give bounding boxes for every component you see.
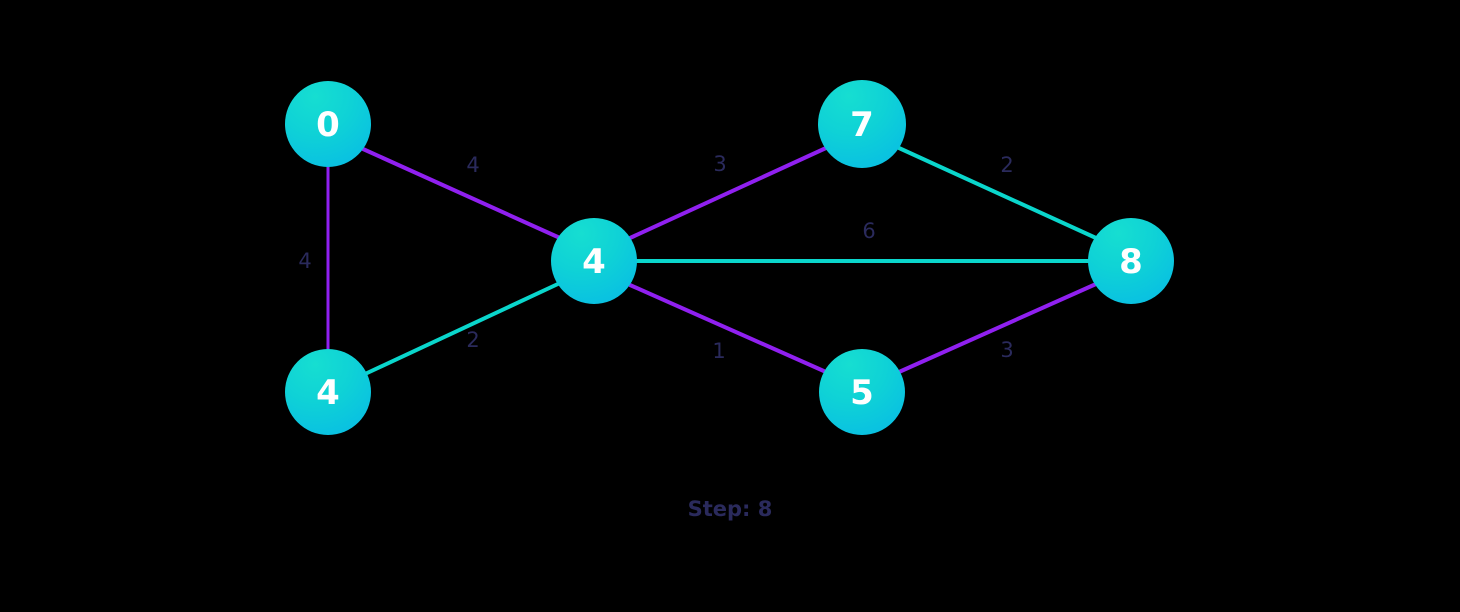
edge-weight-label: 3 (1000, 338, 1013, 362)
node-circle[interactable] (551, 218, 637, 304)
graph-node[interactable]: 7 (818, 80, 906, 168)
node-circle[interactable] (285, 349, 371, 435)
graph-node[interactable]: 8 (1088, 218, 1174, 304)
graph-edge[interactable] (628, 146, 828, 240)
graph-edge[interactable] (361, 147, 562, 240)
node-circle[interactable] (819, 349, 905, 435)
nodes-layer: 0 4 4 7 5 8 (285, 80, 1174, 435)
edge-weight-label: 1 (712, 339, 725, 363)
edge-weight-label: 6 (862, 219, 875, 243)
node-label: 7 (850, 105, 874, 145)
graph-edge[interactable] (363, 281, 562, 376)
edges-layer (326, 146, 1098, 376)
node-circle[interactable] (1088, 218, 1174, 304)
edge-weight-label: 4 (298, 249, 311, 273)
node-label: 5 (850, 373, 874, 413)
node-circle[interactable] (285, 81, 371, 167)
graph-node[interactable]: 5 (819, 349, 905, 435)
edge-weight-labels-layer: 4 4 2 3 2 6 1 3 (298, 152, 1013, 363)
edge-weight-label: 2 (1000, 153, 1013, 177)
graph-node[interactable]: 4 (285, 349, 371, 435)
graph-edge[interactable] (897, 146, 1098, 240)
edge-weight-label: 2 (466, 328, 479, 352)
graph-node[interactable]: 4 (551, 218, 637, 304)
node-label: 4 (316, 373, 340, 413)
edge-weight-label: 3 (713, 152, 726, 176)
node-label: 8 (1119, 242, 1143, 282)
graph-edge[interactable] (628, 283, 828, 374)
step-status-text: Step: 8 (688, 497, 773, 521)
graph-node[interactable]: 0 (285, 81, 371, 167)
node-circle[interactable] (818, 80, 906, 168)
node-label: 0 (316, 105, 340, 145)
edge-weight-label: 4 (466, 153, 479, 177)
graph-edge[interactable] (897, 282, 1098, 374)
node-label: 4 (582, 242, 606, 282)
